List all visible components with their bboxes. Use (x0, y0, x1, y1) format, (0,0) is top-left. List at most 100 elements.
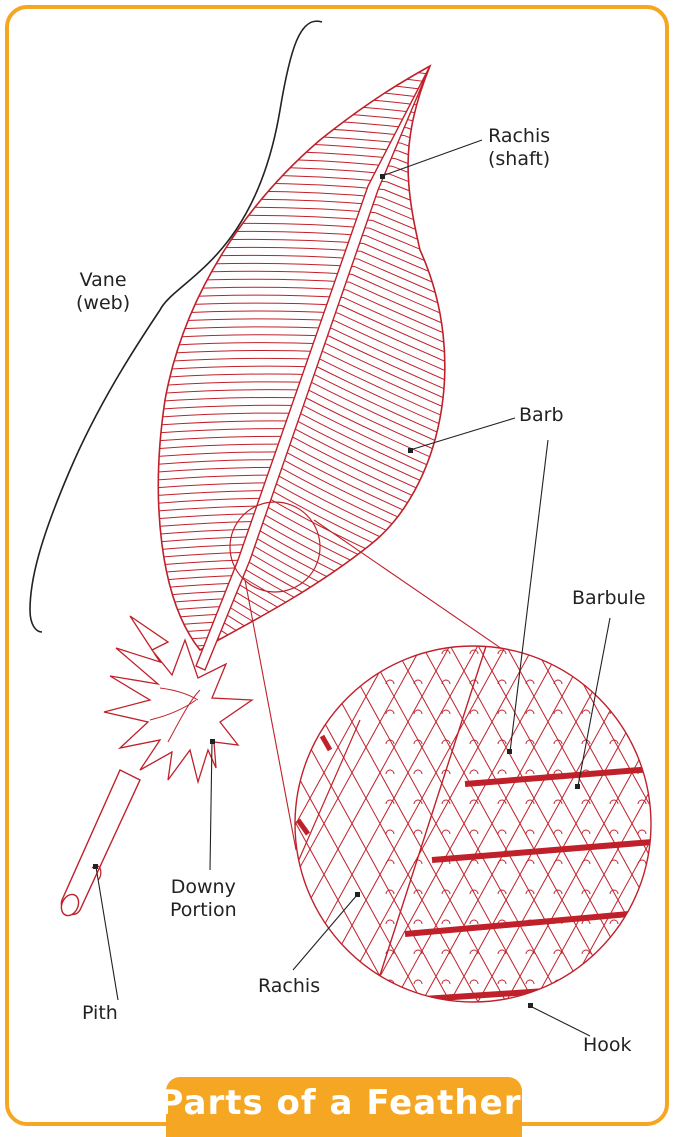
barb-line-left (0, 358, 320, 378)
barb-line-right (424, 81, 680, 202)
barb-line-left (0, 429, 294, 455)
label-rachis-shaft-line1: Rachis (488, 125, 550, 148)
label-rachis-shaft-line2: (shaft) (488, 148, 550, 171)
label-vane-line1: Vane (76, 269, 130, 292)
barb-line-right (315, 375, 615, 505)
barb-line-left (52, 215, 372, 225)
barb-line-left (58, 199, 378, 209)
barb-line-left (0, 374, 315, 395)
downy-portion (104, 616, 252, 782)
leader-pith (96, 867, 118, 1000)
barb-line-right (369, 228, 669, 353)
barb-line-right (326, 344, 626, 473)
hook-mark (610, 680, 618, 684)
barb-line-right (332, 328, 632, 457)
barb-line-left (0, 583, 237, 625)
barb-line-right (343, 298, 643, 426)
barb-line-right (338, 313, 638, 441)
barb-line-right (395, 159, 680, 282)
barb-line-right (381, 197, 680, 321)
barb-line-right (375, 213, 675, 338)
barb-line-right (312, 382, 612, 513)
barb-line-left (61, 191, 381, 200)
hook-mark (638, 920, 646, 924)
barb-line-left (0, 467, 280, 497)
barb-line-left (90, 110, 410, 120)
barbule-line (0, 620, 16, 1020)
hook-mark (582, 650, 590, 654)
hook-mark (638, 890, 646, 894)
label-downy-line2: Portion (170, 899, 237, 922)
barb-line-right (358, 259, 658, 385)
label-downy-line1: Downy (170, 876, 237, 899)
barb-line-left (98, 86, 418, 97)
barb-line-left (0, 390, 309, 413)
hook-mark (638, 650, 646, 654)
barbule-line (0, 620, 40, 1020)
label-vane-line2: (web) (76, 292, 130, 315)
hook-mark (526, 650, 534, 654)
barb-line-left (0, 614, 225, 659)
barb-line-left (55, 207, 375, 217)
label-hook: Hook (583, 1034, 632, 1057)
hook-mark (386, 650, 394, 654)
barb-line-left (96, 94, 416, 105)
barb-line-left (12, 327, 332, 345)
barb-line-right (300, 413, 600, 545)
barb-line-right (335, 321, 635, 449)
barb-line-right (427, 74, 680, 194)
label-rachis: Rachis (258, 975, 320, 998)
barbule-line (664, 620, 680, 1020)
barbule-line (0, 620, 96, 1020)
barb-line-right (329, 336, 629, 465)
barb-line-left (3, 350, 323, 370)
hook-mark (638, 680, 646, 684)
barb-line-left (87, 118, 407, 128)
hook-mark (638, 710, 646, 714)
barb-line-right (297, 421, 597, 553)
barb-line-right (355, 267, 655, 394)
barb-line-right (309, 390, 609, 521)
barb-line-left (67, 175, 387, 183)
barb-line-left (0, 366, 318, 387)
barb-line-right (390, 174, 680, 298)
barb-line-left (0, 397, 306, 420)
label-barbule: Barbule (572, 587, 646, 610)
barb-line-right (384, 189, 680, 313)
barb-line-right (387, 182, 680, 306)
barb-line-left (0, 475, 277, 506)
barb-line-left (104, 69, 424, 81)
barb-line-left (44, 239, 364, 251)
barb-line-right (346, 290, 646, 417)
barb-line-left (107, 61, 427, 74)
hook-mark (638, 950, 646, 954)
barb-line-left (0, 405, 303, 429)
barb-line-right (266, 506, 566, 641)
barb-line-left (0, 460, 283, 489)
barb-line-left (0, 599, 231, 642)
hook-mark (638, 980, 646, 984)
zoom-circle (295, 646, 651, 1002)
hook-mark (638, 740, 646, 744)
label-barb: Barb (519, 404, 564, 427)
page-title: Parts of a Feather (0, 1083, 680, 1123)
barb-line-left (0, 514, 263, 549)
barb-line-right (268, 498, 568, 632)
label-vane: Vane (web) (76, 269, 130, 315)
barb-line-left (81, 134, 401, 143)
barb-line-left (75, 151, 395, 159)
barb-line-right (257, 529, 557, 664)
barb-line-left (0, 568, 243, 608)
barb-line-left (26, 287, 346, 302)
barb-line-right (341, 305, 641, 433)
barb-line-left (0, 529, 257, 565)
barb-line-right (361, 251, 661, 377)
barbule-line (0, 620, 44, 1020)
barb-line-left (0, 575, 240, 616)
barb-line-left (0, 413, 300, 438)
barb-line-right (320, 359, 620, 489)
barb-line-right (271, 490, 571, 624)
barb-line-left (78, 143, 398, 151)
label-rachis-shaft: Rachis (shaft) (488, 125, 550, 171)
